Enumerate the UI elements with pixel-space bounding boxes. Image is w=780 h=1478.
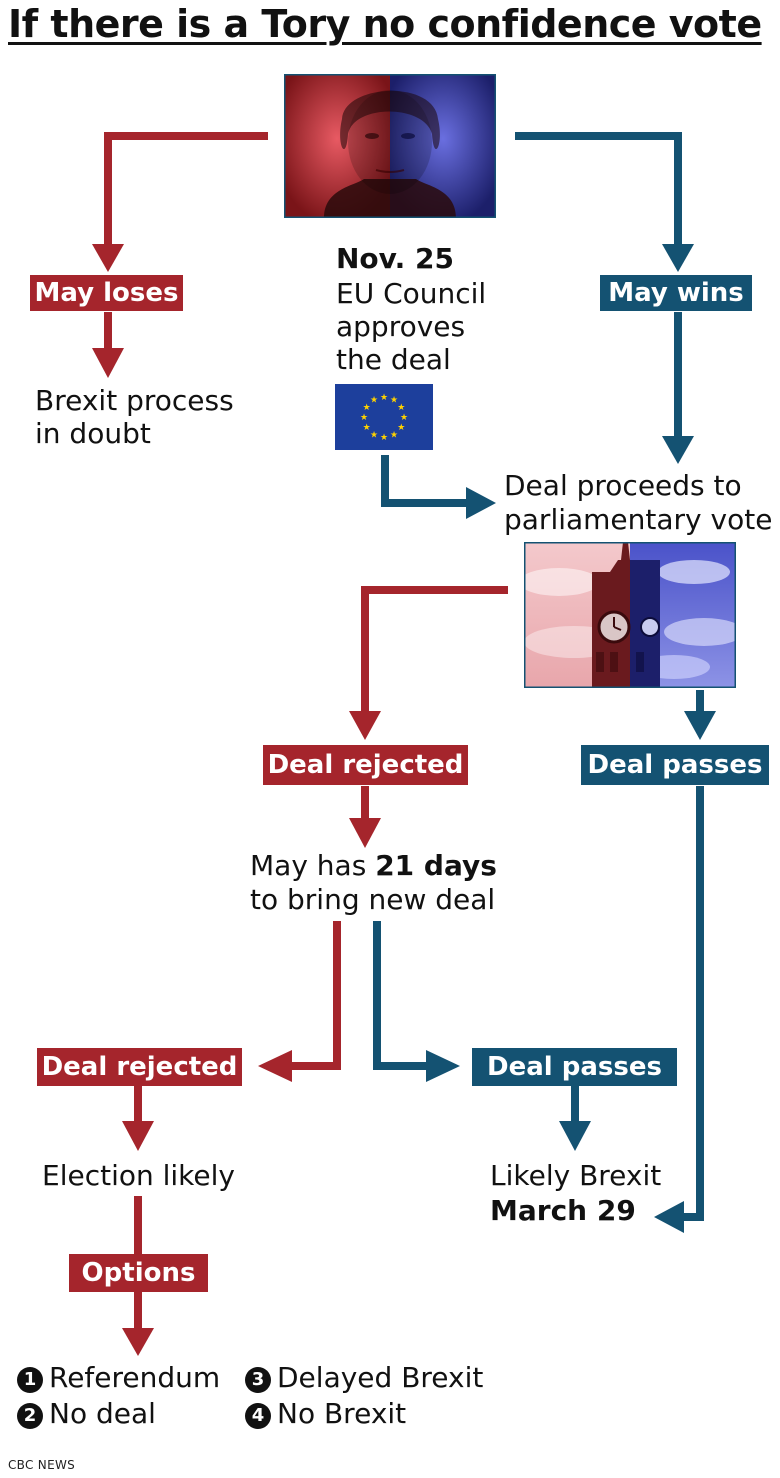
eu-star: ★ — [370, 430, 378, 440]
eu-council-line2: approves — [336, 310, 466, 343]
deal-passes-label: Deal passes — [581, 745, 769, 785]
eu-star: ★ — [380, 433, 388, 443]
arrowhead — [559, 1121, 591, 1151]
arrowhead — [684, 711, 716, 740]
may-loses-label: May loses — [30, 275, 183, 311]
arrowhead — [662, 244, 694, 272]
eu-council-date: Nov. 25 — [336, 242, 454, 275]
parliamentary-vote-line1: Deal proceeds to — [504, 469, 742, 502]
election-likely: Election likely — [42, 1159, 235, 1192]
eu-star: ★ — [397, 423, 405, 433]
likely-brexit-date: March 29 — [490, 1194, 636, 1227]
twenty-one-days-line1: May has 21 days — [250, 849, 497, 882]
eu-star: ★ — [363, 423, 371, 433]
options-label: Options — [69, 1254, 208, 1292]
eu-star: ★ — [390, 396, 398, 406]
arrowhead — [654, 1201, 684, 1233]
eu-council-line3: the deal — [336, 343, 451, 376]
number-4-icon: 4 — [245, 1403, 271, 1429]
arrowhead — [466, 487, 496, 519]
may-wins-label: May wins — [600, 275, 752, 311]
second-deal-rejected-label: Deal rejected — [37, 1048, 242, 1086]
arrow-eu-to-parliament — [381, 455, 470, 507]
arrowhead — [92, 244, 124, 272]
twenty-one-days-line2: to bring new deal — [250, 883, 496, 916]
arrowhead — [122, 1121, 154, 1151]
arrow-passes-to-march — [680, 786, 704, 1221]
big-ben-photo — [524, 542, 736, 688]
arrow-to-may-loses — [104, 132, 268, 248]
arrow-to-second-rejected — [288, 921, 341, 1070]
arrow-to-may-wins — [515, 132, 682, 248]
eu-star: ★ — [360, 413, 368, 423]
arrowhead — [662, 436, 694, 464]
number-2-icon: 2 — [17, 1403, 43, 1429]
theresa-may-photo — [284, 74, 496, 218]
arrowhead — [92, 348, 124, 378]
eu-star: ★ — [400, 413, 408, 423]
number-3-icon: 3 — [245, 1367, 271, 1393]
eu-star: ★ — [380, 393, 388, 403]
second-deal-passes-label: Deal passes — [472, 1048, 677, 1086]
eu-star: ★ — [397, 403, 405, 413]
arrowhead — [258, 1050, 292, 1082]
brexit-in-doubt-line2: in doubt — [35, 417, 151, 450]
eu-flag-icon: ★★★★★★★★★★★★ — [335, 384, 433, 450]
arrowhead — [426, 1050, 460, 1082]
credit-line: CBC NEWS — [8, 1458, 76, 1472]
parliamentary-vote-line2: parliamentary vote — [504, 503, 773, 536]
brexit-in-doubt-line1: Brexit process — [35, 384, 234, 417]
arrowhead — [349, 818, 381, 848]
arrow-to-deal-rejected — [361, 586, 508, 715]
eu-star: ★ — [363, 403, 371, 413]
arrowhead — [349, 711, 381, 740]
eu-star: ★ — [390, 430, 398, 440]
likely-brexit-line1: Likely Brexit — [490, 1159, 662, 1192]
deal-rejected-label: Deal rejected — [263, 745, 468, 785]
arrowhead — [122, 1328, 154, 1356]
eu-star: ★ — [370, 396, 378, 406]
eu-council-line1: EU Council — [336, 277, 487, 310]
arrow-to-second-passes — [373, 921, 430, 1070]
page-title: If there is a Tory no confidence vote — [8, 2, 762, 46]
number-1-icon: 1 — [17, 1367, 43, 1393]
